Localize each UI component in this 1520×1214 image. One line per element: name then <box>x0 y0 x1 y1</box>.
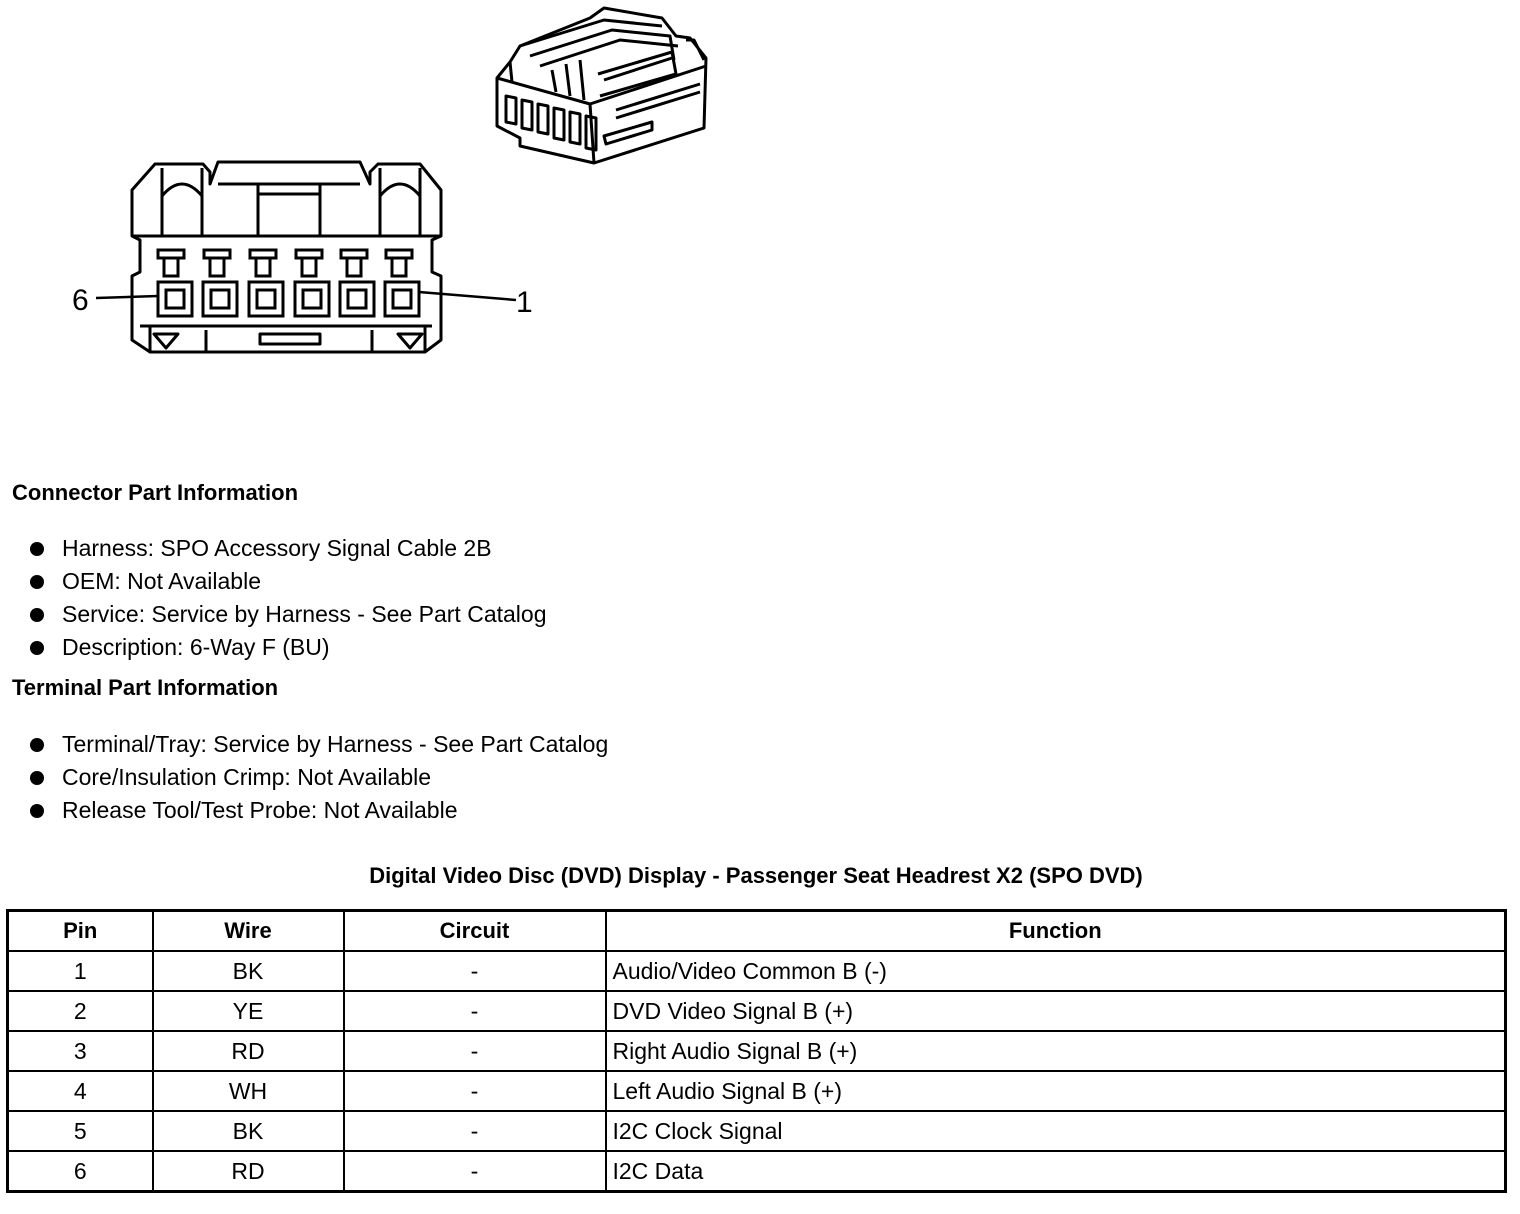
cell-wire: WH <box>151 1070 345 1112</box>
cell-wire: RD <box>151 1030 345 1072</box>
table-row: 5 BK - I2C Clock Signal <box>6 1110 1507 1152</box>
cell-circuit: - <box>342 1150 607 1193</box>
bullet-icon <box>30 738 44 752</box>
cell-circuit: - <box>342 950 607 992</box>
list-item-text: Core/Insulation Crimp: Not Available <box>62 764 432 790</box>
pin-leaders <box>95 290 517 302</box>
table-header-row: Pin Wire Circuit Function <box>6 909 1507 952</box>
list-item-text: Description: 6-Way F (BU) <box>62 634 330 660</box>
cell-wire: BK <box>151 950 345 992</box>
list-item: Terminal/Tray: Service by Harness - See … <box>30 728 608 761</box>
connector-info-list: Harness: SPO Accessory Signal Cable 2B O… <box>30 532 546 664</box>
cell-function: DVD Video Signal B (+) <box>604 990 1507 1032</box>
cell-pin: 2 <box>6 990 154 1032</box>
connector-front-view <box>130 160 443 354</box>
pin-cavity-3 <box>293 248 331 318</box>
header-circuit: Circuit <box>342 909 607 952</box>
pin-cavity-5 <box>201 248 239 318</box>
list-item-text: OEM: Not Available <box>62 568 262 594</box>
table-row: 6 RD - I2C Data <box>6 1150 1507 1193</box>
pin-label-6: 6 <box>72 284 89 317</box>
pin-cavity-1 <box>383 248 421 318</box>
pin-cavity-4 <box>247 248 285 318</box>
bullet-icon <box>30 641 44 655</box>
header-wire: Wire <box>151 909 345 952</box>
cell-pin: 6 <box>6 1150 154 1193</box>
cell-circuit: - <box>342 1030 607 1072</box>
bullet-icon <box>30 608 44 622</box>
list-item-text: Release Tool/Test Probe: Not Available <box>62 797 458 823</box>
bullet-icon <box>30 542 44 556</box>
table-row: 3 RD - Right Audio Signal B (+) <box>6 1030 1507 1072</box>
cell-function: I2C Data <box>604 1150 1507 1193</box>
cell-circuit: - <box>342 990 607 1032</box>
list-item-text: Terminal/Tray: Service by Harness - See … <box>62 731 609 757</box>
list-item: Core/Insulation Crimp: Not Available <box>30 761 608 794</box>
cell-function: Audio/Video Common B (-) <box>604 950 1507 992</box>
cell-function: Right Audio Signal B (+) <box>604 1030 1507 1072</box>
pin-table: Pin Wire Circuit Function 1 BK - Audio/V… <box>6 909 1507 1193</box>
bullet-icon <box>30 771 44 785</box>
connector-pin-cavities <box>156 248 421 318</box>
cell-wire: BK <box>151 1110 345 1152</box>
cell-function: I2C Clock Signal <box>604 1110 1507 1152</box>
list-item: Harness: SPO Accessory Signal Cable 2B <box>30 532 546 565</box>
table-row: 4 WH - Left Audio Signal B (+) <box>6 1070 1507 1112</box>
cell-pin: 3 <box>6 1030 154 1072</box>
pin-table-title: Digital Video Disc (DVD) Display - Passe… <box>369 863 1143 888</box>
cell-pin: 5 <box>6 1110 154 1152</box>
list-item-text: Harness: SPO Accessory Signal Cable 2B <box>62 535 492 561</box>
table-row: 2 YE - DVD Video Signal B (+) <box>6 990 1507 1032</box>
cell-circuit: - <box>342 1070 607 1112</box>
pin-label-1: 1 <box>516 286 533 319</box>
list-item-text: Service: Service by Harness - See Part C… <box>62 601 547 627</box>
connector-info-heading: Connector Part Information <box>12 480 299 505</box>
pin-cavity-2 <box>338 248 376 318</box>
list-item: OEM: Not Available <box>30 565 546 598</box>
list-item: Service: Service by Harness - See Part C… <box>30 598 546 631</box>
cell-pin: 4 <box>6 1070 154 1112</box>
cell-function: Left Audio Signal B (+) <box>604 1070 1507 1112</box>
cell-wire: RD <box>151 1150 345 1193</box>
terminal-info-heading: Terminal Part Information <box>12 675 279 700</box>
list-item: Description: 6-Way F (BU) <box>30 631 546 664</box>
header-function: Function <box>604 909 1507 952</box>
pin-cavity-6 <box>156 248 194 318</box>
connector-isometric-view <box>495 6 708 165</box>
bullet-icon <box>30 804 44 818</box>
terminal-info-list: Terminal/Tray: Service by Harness - See … <box>30 728 608 827</box>
bullet-icon <box>30 575 44 589</box>
header-pin: Pin <box>6 909 154 952</box>
table-row: 1 BK - Audio/Video Common B (-) <box>6 950 1507 992</box>
list-item: Release Tool/Test Probe: Not Available <box>30 794 608 827</box>
connector-drawing: 6 1 <box>72 6 708 354</box>
cell-pin: 1 <box>6 950 154 992</box>
cell-circuit: - <box>342 1110 607 1152</box>
cell-wire: YE <box>151 990 345 1032</box>
